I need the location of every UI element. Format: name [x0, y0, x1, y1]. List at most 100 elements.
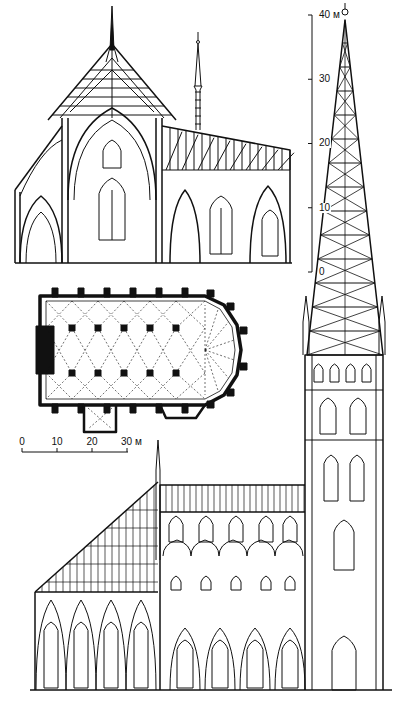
- scale-tick: [308, 207, 312, 208]
- roof-hatch: [194, 132, 195, 170]
- roof-batten: [86, 546, 158, 547]
- scale-label: 20: [85, 437, 98, 447]
- roof-hatch: [210, 135, 211, 170]
- tower-window: [334, 520, 354, 570]
- spire-brace: [310, 307, 378, 331]
- roof-hatch: [49, 579, 50, 592]
- tower-window: [350, 455, 364, 501]
- scale-bar: [22, 452, 128, 453]
- spire-brace: [307, 331, 380, 355]
- scale-tick: [57, 448, 58, 452]
- vault-rib: [98, 301, 124, 328]
- scale-label: 40 м: [318, 10, 341, 20]
- roof-hatch: [292, 485, 293, 512]
- aisle-window: [247, 640, 263, 688]
- eaves-line: [160, 511, 305, 513]
- vault-rib: [150, 373, 176, 399]
- vault-rib: [124, 301, 150, 328]
- nave-vault-rib: [74, 120, 150, 200]
- wall-arch: [205, 628, 235, 690]
- choir-window: [134, 622, 148, 688]
- belfry-window: [314, 364, 323, 382]
- roof-hatch: [84, 548, 85, 592]
- roof-hatch: [172, 485, 173, 512]
- roof-batten: [127, 510, 158, 511]
- plan-buttress: [156, 288, 162, 297]
- tower-wall: [305, 355, 383, 690]
- roof-brace: [230, 144, 246, 170]
- roof-hatch: [140, 498, 141, 592]
- roof-hatch: [133, 504, 134, 592]
- scale-label: 30: [318, 74, 331, 84]
- belfry-window: [350, 398, 366, 434]
- roof-hatch: [42, 586, 43, 592]
- oculus-window: [261, 576, 271, 590]
- plan-buttress: [130, 404, 136, 413]
- spire-brace: [340, 67, 353, 91]
- scale-label: 10: [50, 437, 63, 447]
- king-post: [112, 44, 113, 118]
- roof-hatch: [226, 138, 227, 170]
- plan-buttress: [182, 404, 188, 413]
- roof-hatch: [208, 485, 209, 512]
- roof-hatch: [268, 485, 269, 512]
- roof-hatch: [298, 485, 299, 512]
- scale-label: 10: [318, 203, 331, 213]
- roof-hatch: [290, 150, 291, 170]
- choir-arch: [36, 600, 66, 690]
- belfry-window: [320, 398, 336, 434]
- choir-window: [44, 622, 58, 688]
- choir-roof: [35, 482, 158, 592]
- scale-tick: [92, 448, 93, 452]
- eaves-line: [35, 591, 158, 593]
- choir-vault-rib: [205, 309, 218, 350]
- spire-brace: [323, 211, 369, 235]
- spire-brace: [321, 235, 372, 259]
- right-aisle-roof: [162, 126, 290, 263]
- wall-arch: [170, 628, 200, 690]
- line-art: [15, 3, 392, 690]
- roof-hatch: [147, 492, 148, 592]
- vault-rib: [46, 373, 72, 399]
- spire-brace: [326, 187, 367, 211]
- roof-hatch: [218, 137, 219, 171]
- scale-label: 30 м: [120, 437, 143, 447]
- spire-rod: [345, 3, 346, 9]
- plan-buttress: [207, 401, 214, 408]
- gable-spire: [156, 440, 160, 560]
- roof-hatch: [196, 485, 197, 512]
- spire-brace: [312, 283, 374, 307]
- spire-ball: [197, 41, 200, 44]
- clerestory-window: [169, 516, 183, 542]
- roof-hatch: [244, 485, 245, 512]
- choir-window: [104, 622, 118, 688]
- tower-spire: [195, 44, 201, 86]
- east-window: [99, 178, 125, 240]
- vault-rib: [72, 373, 98, 399]
- tower-band: [195, 108, 201, 109]
- blind-arcade: [247, 540, 275, 556]
- truss-strut: [70, 70, 154, 112]
- pinnacle: [379, 296, 385, 355]
- choir-vault-rib: [205, 350, 234, 360]
- spire-mast: [345, 20, 346, 355]
- roof-hatch: [258, 144, 259, 170]
- spire-brace: [318, 235, 369, 259]
- spire-brace: [334, 91, 353, 115]
- roof-hatch: [91, 542, 92, 592]
- clerestory-window: [283, 516, 297, 542]
- nave-roof: [160, 485, 305, 512]
- roof-hatch: [250, 485, 251, 512]
- tower-band: [195, 92, 201, 93]
- scale-tick: [308, 15, 312, 16]
- aisle-window: [177, 640, 193, 688]
- roof-brace: [246, 147, 262, 170]
- roof-batten: [66, 564, 158, 565]
- vault-rib: [46, 328, 72, 373]
- spire-rod: [198, 32, 199, 40]
- plan-buttress: [240, 363, 247, 370]
- roof-brace: [278, 153, 294, 170]
- plan-buttress: [52, 404, 58, 413]
- spire-brace: [342, 43, 350, 67]
